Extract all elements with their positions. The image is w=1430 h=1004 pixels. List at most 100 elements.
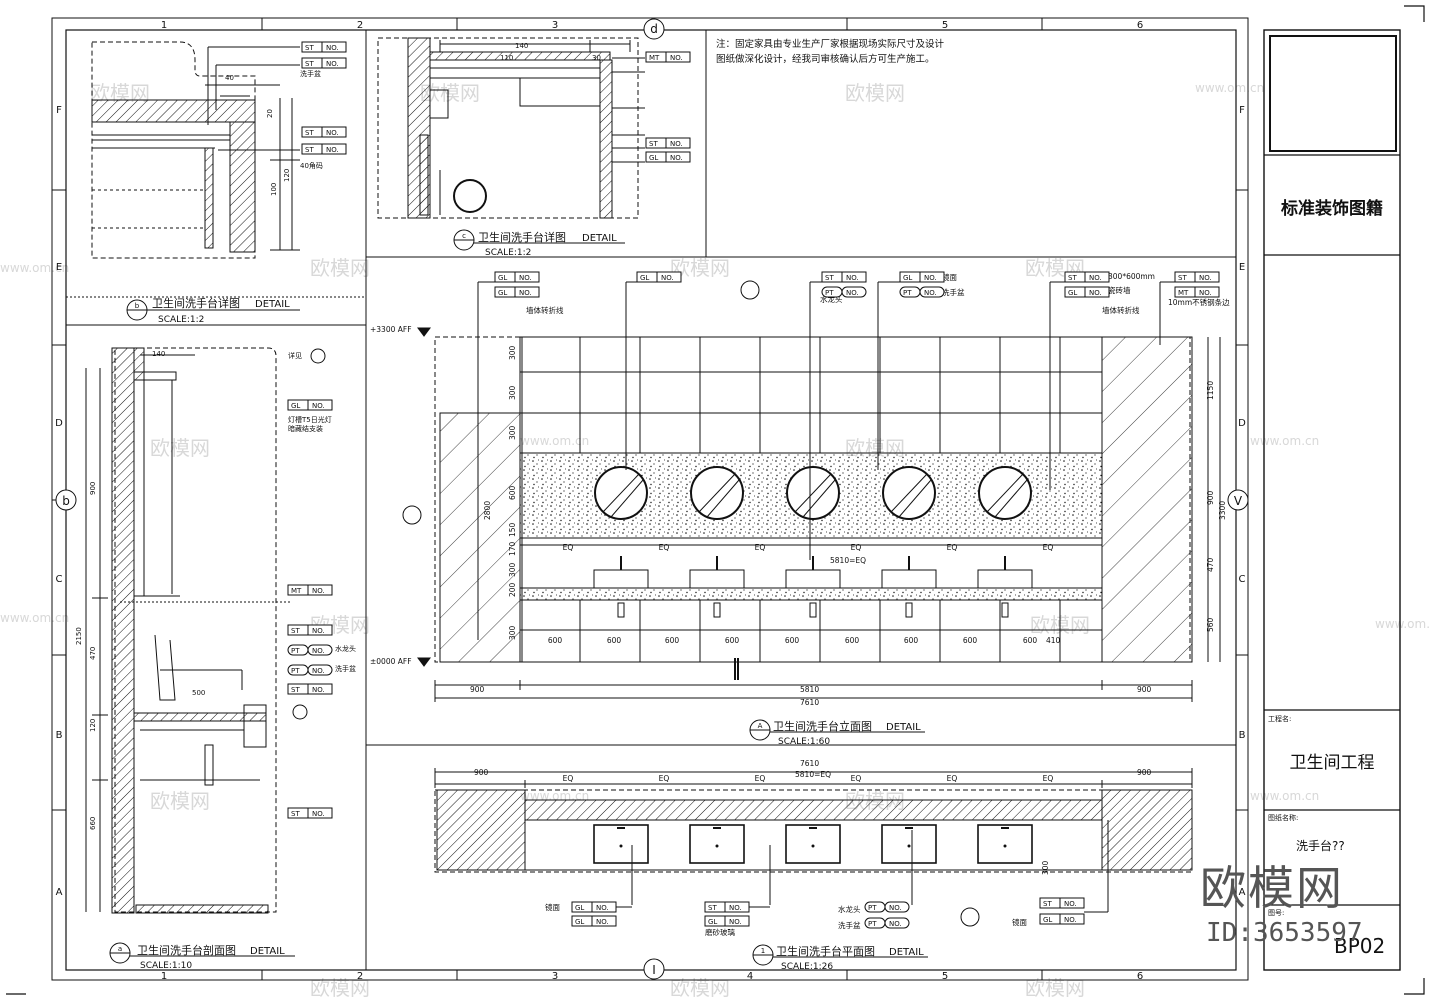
tag-no: NO. [924,289,937,297]
dim-900: 900 [89,482,97,495]
dim-900: 900 [1137,685,1152,694]
grid-row-C: C [56,574,63,585]
dim-120: 120 [283,169,291,182]
detail-c [377,37,645,219]
tag-gl: GL [1068,289,1077,297]
detail-b [91,41,300,259]
grid-row-E: E [56,262,62,273]
eq-label: EQ [755,774,766,783]
label-angle: 40角码 [300,161,323,170]
grid-col-1: 1 [161,971,167,982]
dim-2150: 2150 [75,627,83,645]
grid-col-2: 2 [357,20,363,31]
drawing-number-label: 图号: [1268,909,1284,917]
tag-pt: PT [903,289,912,297]
tag-st: ST [1178,274,1187,282]
scale-a: SCALE:1:10 [140,961,192,971]
dim-500: 500 [192,689,205,697]
grid-row-D: D [55,418,63,429]
scale-A: SCALE:1:60 [778,737,830,747]
grid-col-5: 5 [942,971,948,982]
grid-col-4: 4 [747,971,753,982]
dim-410: 410 [1046,636,1061,645]
dim-300: 300 [508,625,517,640]
title-detail-a: a 卫生间洗手台剖面图 DETAIL SCALE:1:10 [109,942,295,971]
label-faucet: 水龙头 [335,644,356,653]
dim-600: 600 [725,636,740,645]
label-mirror: 镜面 [1012,917,1028,927]
watermark-id: ID:3653597 [1206,918,1363,948]
plan-basin [689,824,745,864]
title-elevation-A: A 卫生间洗手台立面图 DETAIL SCALE:1:60 [749,719,925,747]
title-block: 标准装饰图籍 工程名: 卫生间工程 图纸名称: 洗手台?? 图号: BP02 [1268,198,1385,958]
title-detail-c: c 卫生间洗手台详图 DETAIL SCALE:1:2 [453,229,625,258]
tag-no: NO. [326,44,339,52]
eq-label: EQ [659,543,670,552]
grid-row-A: A [56,887,63,898]
elevation-sinks [593,556,1033,618]
title-A: 卫生间洗手台立面图 [773,719,872,733]
tag-gl: GL [291,402,300,410]
tag-st: ST [305,44,314,52]
grid-row-B: B [1239,730,1246,741]
tag-no: NO. [670,140,683,148]
dim-900: 900 [474,768,489,777]
title-b: 卫生间洗手台详图 [152,296,240,310]
tag-st: ST [305,60,314,68]
aff-bottom: ±0000 AFF [370,657,412,666]
tag-gl: GL [575,904,584,912]
eq-label: EQ [851,543,862,552]
label-tile-2: 瓷砖墙 [1108,285,1131,295]
tag-no: NO. [729,918,742,926]
tag-no: NO. [661,274,674,282]
tag-no: NO. [312,686,325,694]
watermarks: 欧模网 欧模网 欧模网 www.om.cn 欧模网 欧模网 欧模网 www.om… [0,81,1430,1000]
grid-col-3: 3 [552,20,558,31]
dim-20: 20 [266,109,274,118]
axis-bubble-labels: d I b V [62,22,1243,977]
label-see: 详见 [288,351,302,360]
tag-no: NO. [846,274,859,282]
label-faucet: 水龙头 [820,294,843,304]
axis-top-label: d [650,22,658,36]
dim-120: 120 [89,719,97,732]
elevation-A-dims [417,327,1221,702]
mirror-reflection [602,473,640,513]
drain-trap [905,602,913,618]
tag-mt: MT [1178,289,1189,297]
watermark-site: www.om.cn [1250,434,1319,448]
title-a: 卫生间洗手台剖面图 [137,943,236,957]
tag-gl: GL [640,274,649,282]
label-light: 灯槽T5日光灯 [288,415,332,424]
dim-300: 300 [508,562,517,577]
tag-mt: MT [291,587,302,595]
drawing-number: BP02 [1334,934,1385,958]
dim-600: 600 [508,485,517,500]
basin [785,569,841,589]
tag-no: NO. [846,289,859,297]
note-line-2: 图纸做深化设计，经我司审核确认后方可生产施工。 [716,53,935,65]
watermark-text: 欧模网 [845,81,905,105]
axis-bottom-label: I [652,963,656,977]
mirror-reflection [698,473,736,513]
mirror-reflection [890,473,928,513]
grid-row-E: E [1239,262,1245,273]
dim-5810: 5810 [800,685,819,694]
plan-drain [1003,844,1007,848]
label-tile: 300*600mm [1108,272,1155,281]
watermark-site: www.om.cn [1375,617,1430,631]
tag-gl: GL [498,289,507,297]
title-c-detail: DETAIL [582,233,617,244]
label-mirror-2: 磨砂玻璃 [705,927,735,937]
grid-row-F: F [1239,105,1245,116]
tag-no: NO. [1064,900,1077,908]
tag-gl: GL [498,274,507,282]
mirror-reflection [794,473,832,513]
tag-pt: PT [291,667,300,675]
eq-label: EQ [947,774,958,783]
plan-basin [785,824,841,864]
watermark-site: www.om.cn [1250,789,1319,803]
tag-gl: GL [649,154,658,162]
title-detail-b: b 卫生间洗手台详图 DETAIL SCALE:1:2 [126,296,300,325]
